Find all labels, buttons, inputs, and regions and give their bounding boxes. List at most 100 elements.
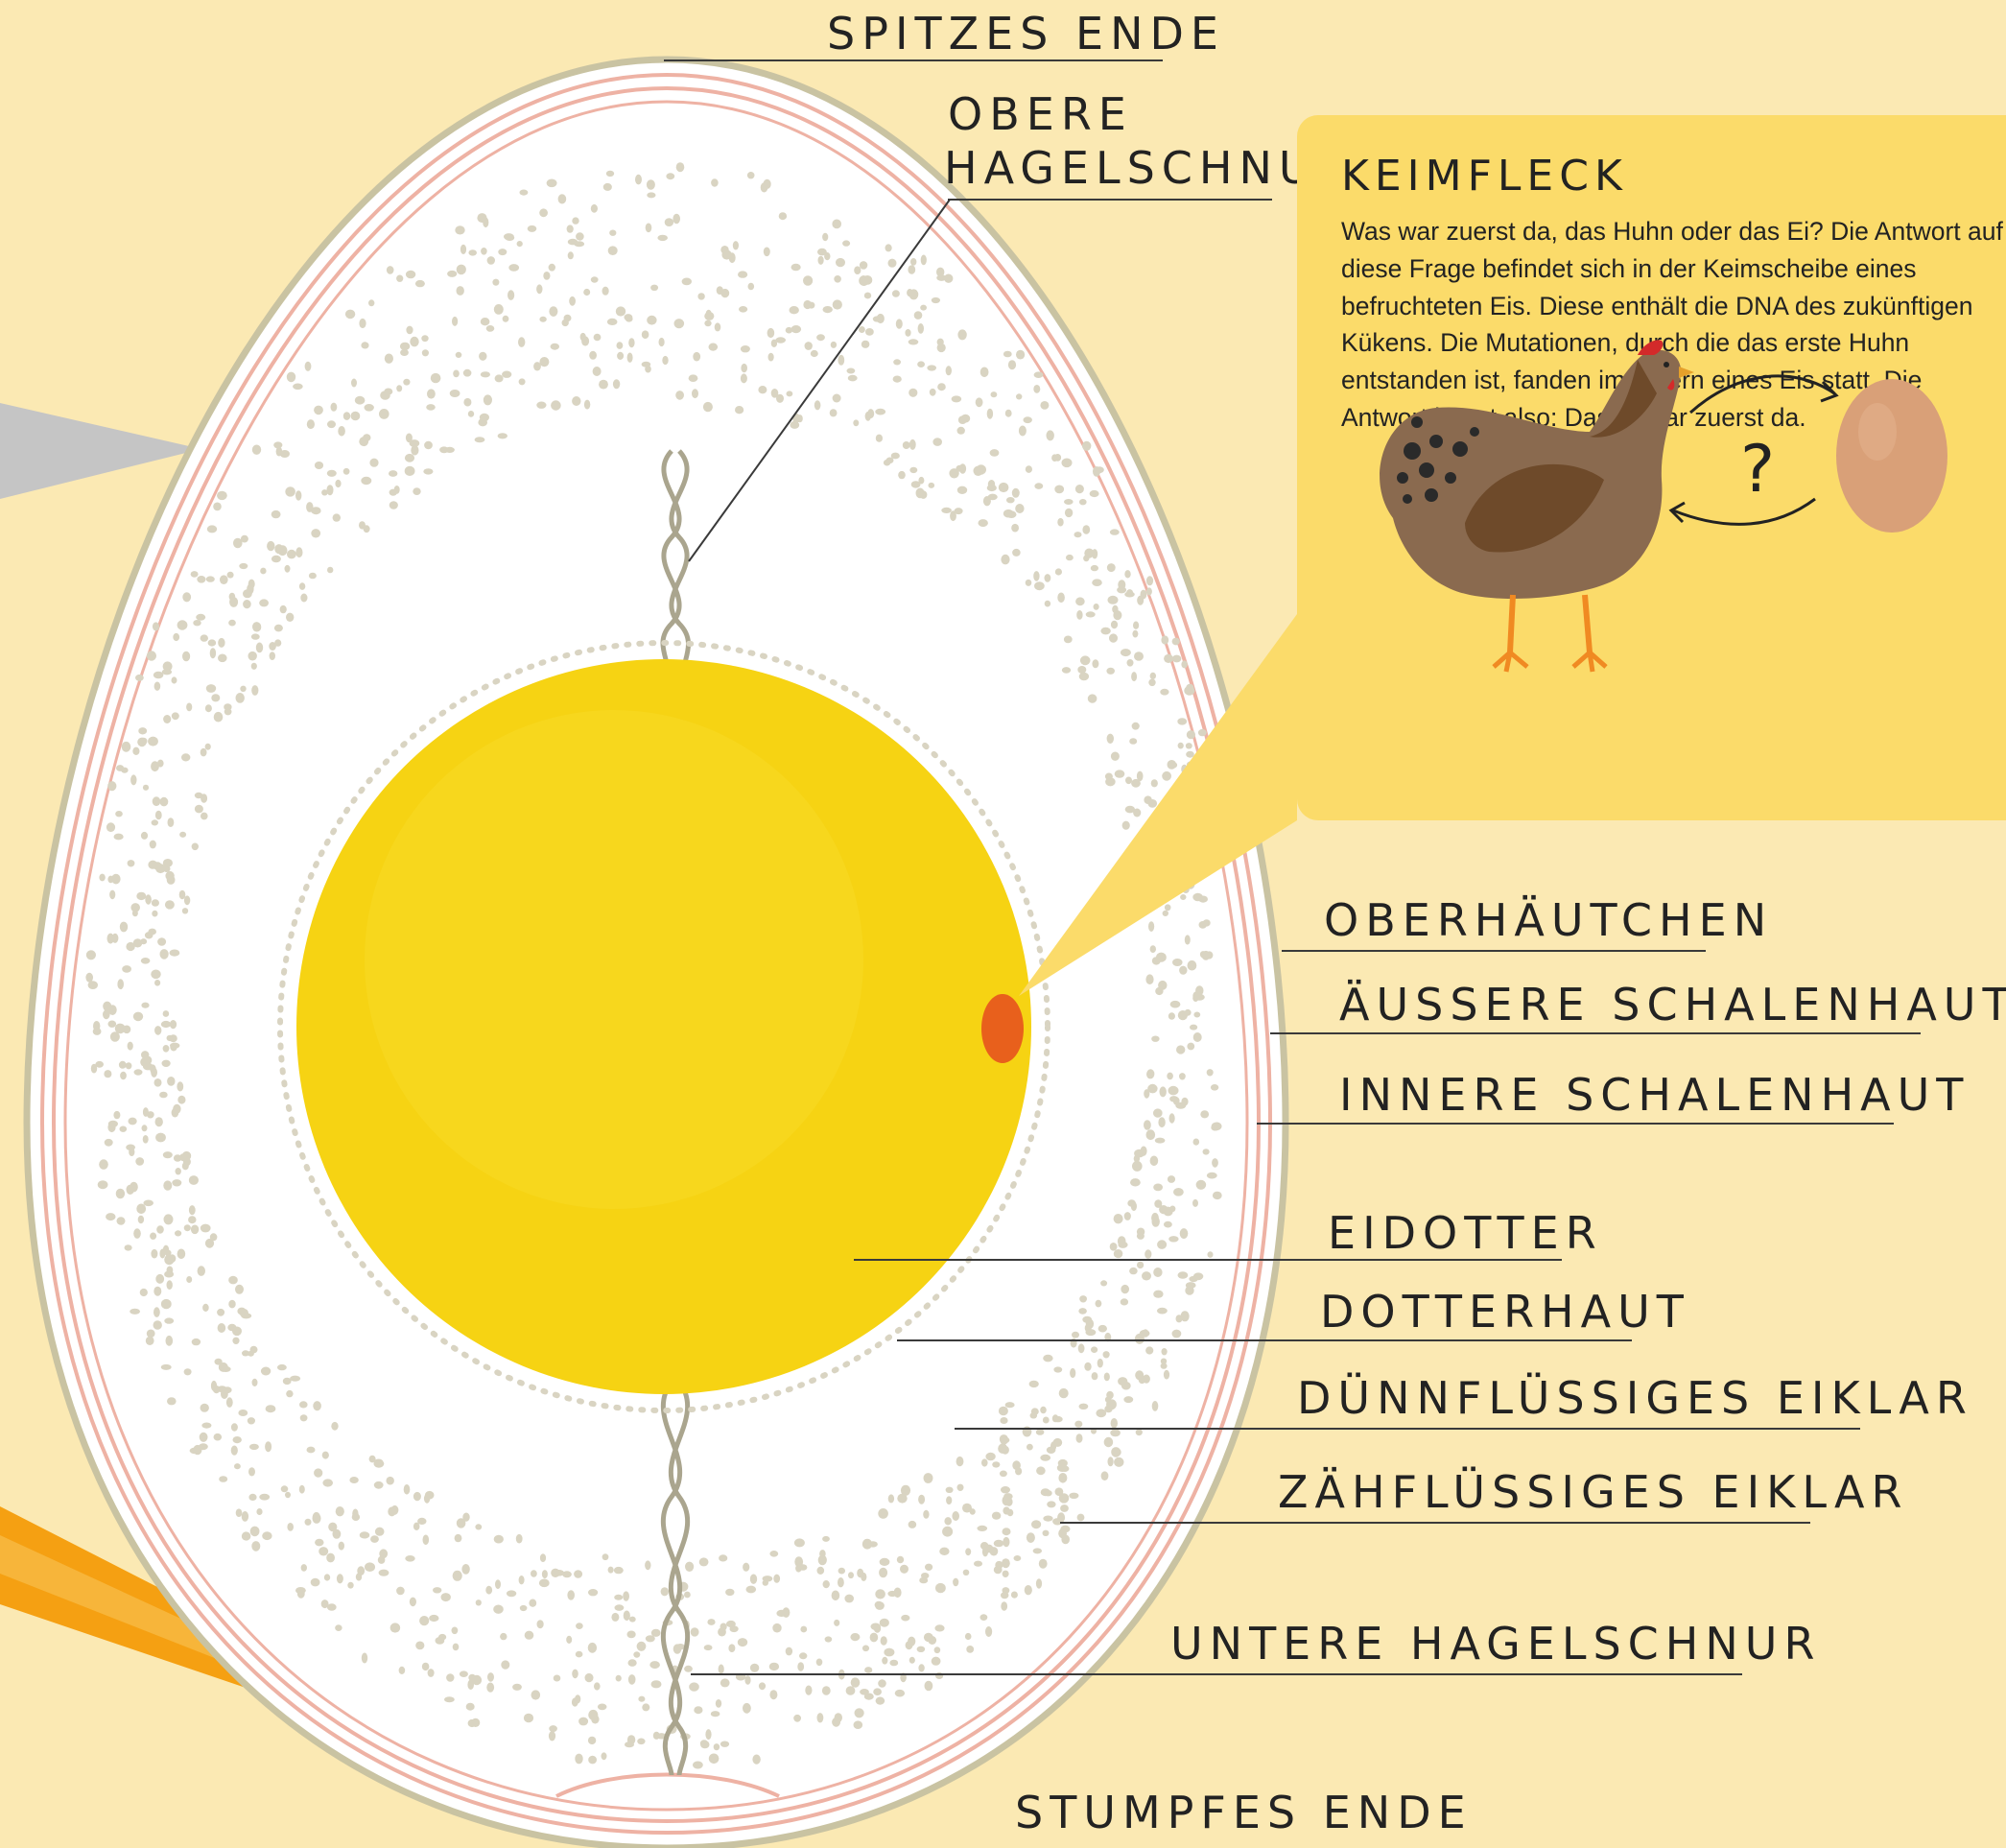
- albumen-dot: [642, 330, 649, 339]
- albumen-dot: [525, 1631, 534, 1640]
- albumen-dot: [463, 398, 471, 407]
- albumen-dot: [177, 1249, 186, 1260]
- albumen-dot: [797, 1662, 804, 1670]
- albumen-dot: [1207, 1069, 1214, 1076]
- albumen-dot: [232, 1338, 239, 1344]
- albumen-dot: [248, 1494, 256, 1501]
- albumen-dot: [925, 1681, 933, 1692]
- albumen-dot: [493, 1605, 504, 1614]
- albumen-dot: [150, 1233, 156, 1240]
- albumen-dot: [299, 1485, 305, 1494]
- albumen-dot: [1121, 1382, 1131, 1390]
- albumen-dot: [228, 620, 236, 627]
- albumen-dot: [285, 565, 291, 573]
- albumen-dot: [880, 1619, 889, 1627]
- albumen-dot: [321, 1599, 329, 1608]
- albumen-dot: [135, 675, 144, 681]
- albumen-dot: [267, 541, 274, 551]
- albumen-dot: [675, 391, 684, 400]
- albumen-dot: [942, 1527, 953, 1537]
- albumen-dot: [466, 1703, 475, 1711]
- albumen-dot: [1001, 1601, 1007, 1611]
- albumen-dot: [1104, 1437, 1114, 1447]
- albumen-dot: [154, 980, 160, 986]
- albumen-dot: [305, 1519, 312, 1526]
- albumen-dot: [98, 1180, 108, 1189]
- albumen-dot: [1078, 1343, 1085, 1353]
- albumen-dot: [211, 694, 220, 701]
- albumen-dot: [136, 1204, 146, 1215]
- albumen-dot: [206, 576, 215, 581]
- albumen-dot: [248, 1417, 255, 1424]
- albumen-dot: [281, 1485, 289, 1492]
- albumen-dot: [1057, 593, 1065, 604]
- albumen-dot: [495, 1579, 501, 1589]
- albumen-dot: [699, 1557, 709, 1566]
- albumen-dot: [421, 335, 428, 342]
- albumen-dot: [914, 311, 923, 320]
- albumen-dot: [830, 409, 838, 416]
- albumen-dot: [274, 625, 283, 632]
- albumen-dot: [355, 396, 366, 405]
- albumen-dot: [711, 178, 719, 186]
- albumen-dot: [389, 470, 397, 477]
- albumen-dot: [164, 1317, 174, 1323]
- albumen-dot: [120, 922, 128, 933]
- albumen-dot: [251, 685, 258, 696]
- albumen-dot: [1101, 1471, 1109, 1481]
- albumen-dot: [735, 406, 743, 414]
- albumen-dot: [1076, 1433, 1083, 1443]
- albumen-dot: [1086, 1329, 1097, 1336]
- albumen-dot: [173, 1104, 180, 1114]
- albumen-dot: [1110, 529, 1120, 534]
- albumen-dot: [213, 503, 222, 511]
- albumen-dot: [226, 1397, 233, 1408]
- albumen-dot: [159, 1249, 165, 1259]
- albumen-dot: [884, 460, 890, 466]
- question-mark: ?: [1740, 432, 1775, 508]
- albumen-dot: [932, 1657, 941, 1666]
- albumen-dot: [991, 391, 998, 397]
- albumen-dot: [539, 208, 548, 217]
- albumen-dot: [877, 314, 885, 323]
- albumen-dot: [155, 811, 162, 820]
- albumen-dot: [1208, 1251, 1214, 1258]
- albumen-dot: [214, 712, 224, 723]
- albumen-dot: [248, 652, 257, 661]
- albumen-dot: [164, 1271, 174, 1278]
- albumen-dot: [832, 220, 841, 229]
- albumen-dot: [162, 669, 172, 675]
- albumen-dot: [936, 268, 944, 277]
- albumen-dot: [1003, 1528, 1011, 1535]
- albumen-dot: [1108, 596, 1119, 604]
- albumen-dot: [1124, 570, 1130, 578]
- albumen-dot: [1003, 509, 1014, 518]
- albumen-dot: [1196, 1180, 1207, 1190]
- albumen-dot: [501, 1660, 509, 1669]
- albumen-dot: [148, 861, 157, 869]
- albumen-dot: [588, 1643, 597, 1653]
- albumen-dot: [1100, 1280, 1107, 1286]
- albumen-dot: [238, 1410, 248, 1416]
- albumen-dot: [637, 1739, 645, 1745]
- albumen-dot: [234, 1463, 241, 1469]
- albumen-dot: [1137, 1232, 1145, 1240]
- albumen-dot: [1180, 1228, 1189, 1239]
- albumen-dot: [391, 1505, 399, 1515]
- albumen-dot: [359, 521, 366, 529]
- albumen-dot: [1111, 1447, 1121, 1457]
- albumen-dot: [1131, 1201, 1137, 1211]
- albumen-dot: [360, 1531, 370, 1538]
- albumen-dot: [743, 1563, 749, 1572]
- albumen-dot: [161, 1364, 172, 1370]
- albumen-dot: [201, 634, 208, 641]
- albumen-dot: [1167, 1073, 1173, 1080]
- albumen-dot: [155, 1117, 163, 1126]
- albumen-dot: [924, 1473, 933, 1483]
- albumen-dot: [184, 1368, 192, 1375]
- albumen-dot: [265, 1441, 271, 1452]
- albumen-dot: [351, 379, 357, 388]
- albumen-dot: [1043, 1516, 1052, 1522]
- albumen-dot: [271, 510, 281, 518]
- albumen-dot: [900, 1565, 909, 1574]
